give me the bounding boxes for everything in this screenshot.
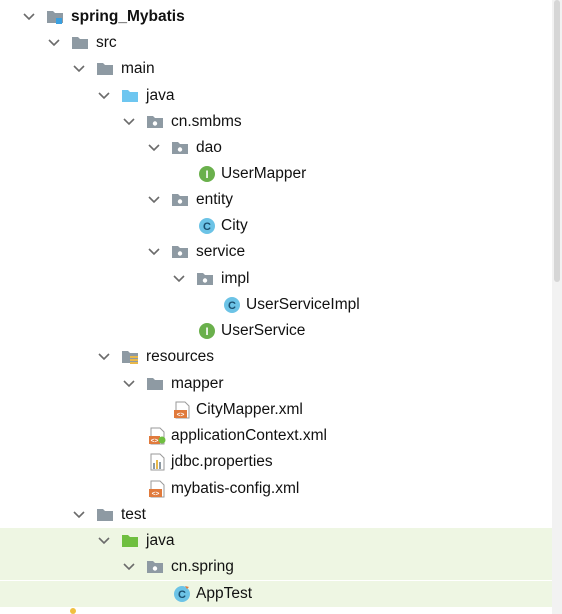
spring-xml-file-icon: <> bbox=[148, 427, 166, 445]
svg-text:C: C bbox=[203, 221, 211, 233]
package-icon bbox=[171, 139, 189, 157]
package-icon bbox=[146, 558, 164, 576]
tree-row-package-spring[interactable]: cn.spring bbox=[0, 554, 552, 580]
class-icon: C bbox=[198, 217, 216, 235]
folder-label-resources: resources bbox=[146, 348, 215, 365]
tree-row-test-java[interactable]: java bbox=[0, 528, 552, 554]
folder-label-src: src bbox=[96, 34, 117, 51]
svg-text:I: I bbox=[205, 326, 208, 338]
chevron-down-icon[interactable] bbox=[122, 377, 136, 391]
chevron-down-icon[interactable] bbox=[97, 534, 111, 548]
file-label-user-service-impl: UserServiceImpl bbox=[246, 296, 360, 313]
chevron-down-icon[interactable] bbox=[97, 350, 111, 364]
tree-row-application-context-xml[interactable]: <> applicationContext.xml bbox=[0, 423, 552, 449]
tree-row-user-service[interactable]: I UserService bbox=[0, 318, 552, 344]
chevron-down-icon[interactable] bbox=[122, 560, 136, 574]
chevron-down-icon[interactable] bbox=[147, 193, 161, 207]
tree-row-service[interactable]: service bbox=[0, 239, 552, 265]
file-label-user-service: UserService bbox=[221, 322, 306, 339]
chevron-down-icon[interactable] bbox=[147, 141, 161, 155]
test-class-icon: C bbox=[173, 585, 191, 603]
folder-label-java: java bbox=[146, 87, 175, 104]
package-icon bbox=[196, 270, 214, 288]
file-label-city: City bbox=[221, 217, 248, 234]
scrollbar-thumb[interactable] bbox=[554, 0, 560, 282]
svg-text:<>: <> bbox=[151, 438, 159, 445]
svg-text:<>: <> bbox=[152, 491, 160, 498]
package-label-smbms: cn.smbms bbox=[171, 113, 242, 130]
svg-text:C: C bbox=[178, 589, 186, 601]
chevron-down-icon[interactable] bbox=[72, 508, 86, 522]
file-label-jdbc-properties: jdbc.properties bbox=[171, 453, 273, 470]
tree-row-impl[interactable]: impl bbox=[0, 266, 552, 292]
tree-row-mapper[interactable]: mapper bbox=[0, 371, 552, 397]
tree-row-app-test[interactable]: C AppTest bbox=[0, 581, 552, 607]
project-name-label: spring_Mybatis bbox=[71, 8, 185, 25]
tree-row-jdbc-properties[interactable]: jdbc.properties bbox=[0, 449, 552, 475]
file-label-application-context-xml: applicationContext.xml bbox=[171, 427, 327, 444]
package-label-service: service bbox=[196, 243, 246, 260]
chevron-down-icon[interactable] bbox=[172, 272, 186, 286]
file-label-city-mapper-xml: CityMapper.xml bbox=[196, 401, 303, 418]
interface-icon: I bbox=[198, 322, 216, 340]
chevron-down-icon[interactable] bbox=[122, 115, 136, 129]
package-icon bbox=[171, 243, 189, 261]
package-label-spring: cn.spring bbox=[171, 558, 234, 575]
folder-label-test: test bbox=[121, 506, 146, 523]
package-icon bbox=[171, 191, 189, 209]
svg-text:C: C bbox=[228, 300, 236, 312]
svg-text:I: I bbox=[205, 169, 208, 181]
tree-row-package-smbms[interactable]: cn.smbms bbox=[0, 109, 552, 135]
folder-label-test-java: java bbox=[146, 532, 175, 549]
tree-row-user-service-impl[interactable]: C UserServiceImpl bbox=[0, 292, 552, 318]
tree-row-city-mapper-xml[interactable]: <> CityMapper.xml bbox=[0, 397, 552, 423]
svg-text:<>: <> bbox=[177, 412, 185, 419]
chevron-down-icon[interactable] bbox=[97, 89, 111, 103]
folder-label-main: main bbox=[121, 60, 155, 77]
file-label-mybatis-config-xml: mybatis-config.xml bbox=[171, 480, 300, 497]
tree-row-dao[interactable]: dao bbox=[0, 135, 552, 161]
package-label-entity: entity bbox=[196, 191, 234, 208]
folder-label-mapper: mapper bbox=[171, 375, 224, 392]
class-icon: C bbox=[223, 296, 241, 314]
interface-icon: I bbox=[198, 165, 216, 183]
folder-icon bbox=[146, 375, 164, 393]
tree-row-mybatis-config-xml[interactable]: <> mybatis-config.xml bbox=[0, 476, 552, 502]
test-root-folder-icon bbox=[121, 532, 139, 550]
tree-row-main-java[interactable]: java bbox=[0, 83, 552, 109]
module-folder-icon bbox=[46, 8, 64, 26]
chevron-down-icon[interactable] bbox=[147, 245, 161, 259]
chevron-down-icon[interactable] bbox=[72, 62, 86, 76]
tree-row-test[interactable]: test bbox=[0, 502, 552, 528]
source-root-folder-icon bbox=[121, 87, 139, 105]
tree-row-resources[interactable]: resources bbox=[0, 344, 552, 370]
tree-row-main[interactable]: main bbox=[0, 56, 552, 82]
resources-folder-icon bbox=[121, 348, 139, 366]
tree-row-city[interactable]: C City bbox=[0, 213, 552, 239]
tree-row-project[interactable]: spring_Mybatis bbox=[0, 4, 552, 30]
folder-icon bbox=[96, 60, 114, 78]
package-icon bbox=[146, 113, 164, 131]
chevron-down-icon[interactable] bbox=[22, 10, 36, 24]
package-label-dao: dao bbox=[196, 139, 222, 156]
file-label-user-mapper: UserMapper bbox=[221, 165, 307, 182]
file-label-app-test: AppTest bbox=[196, 585, 253, 602]
tree-row-user-mapper[interactable]: I UserMapper bbox=[0, 161, 552, 187]
xml-file-icon: <> bbox=[148, 480, 166, 498]
xml-file-icon: <> bbox=[173, 401, 191, 419]
partial-row-indicator bbox=[70, 608, 76, 614]
properties-file-icon bbox=[148, 453, 166, 471]
chevron-down-icon[interactable] bbox=[47, 36, 61, 50]
package-label-impl: impl bbox=[221, 270, 250, 287]
folder-icon bbox=[96, 506, 114, 524]
vertical-scrollbar[interactable] bbox=[552, 0, 562, 614]
tree-row-src[interactable]: src bbox=[0, 30, 552, 56]
folder-icon bbox=[71, 34, 89, 52]
tree-row-entity[interactable]: entity bbox=[0, 187, 552, 213]
